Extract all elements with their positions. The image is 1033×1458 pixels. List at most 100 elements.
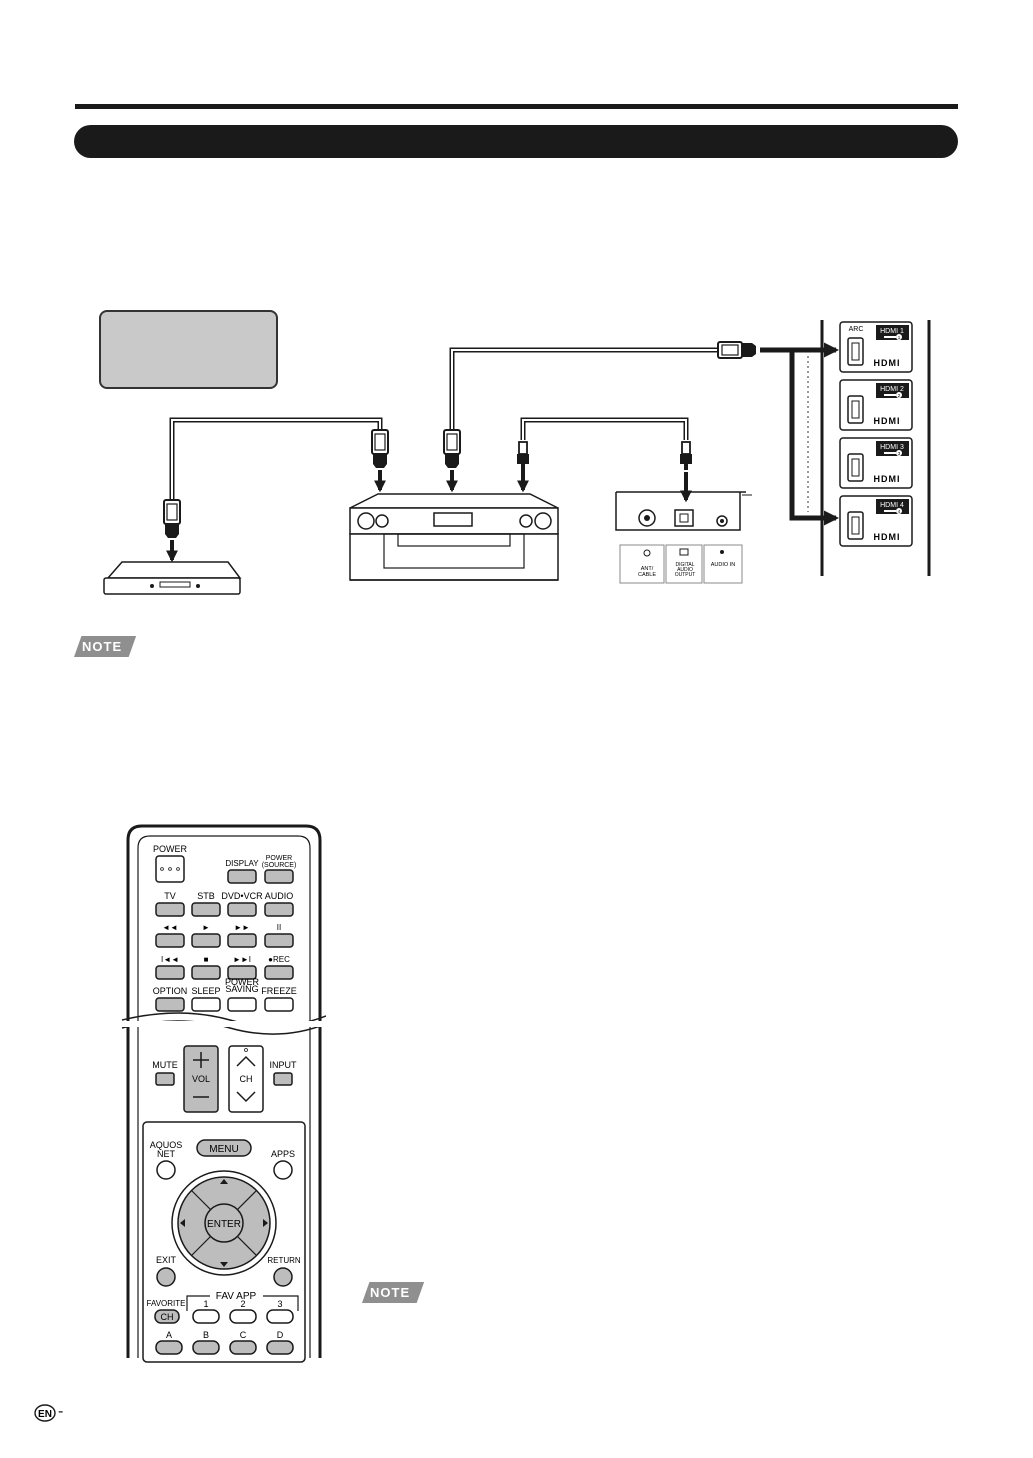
- menu-button[interactable]: MENU: [196, 1139, 252, 1157]
- hdmi-plug-icon: [443, 429, 461, 469]
- mute-button[interactable]: MUTE: [152, 1060, 178, 1086]
- hdmi-logo: HDMI: [874, 416, 901, 426]
- channel-rocker[interactable]: CH: [228, 1045, 264, 1113]
- hdmi-plug-icon: [717, 341, 757, 359]
- fast-forward-button[interactable]: ►►: [227, 923, 257, 948]
- top-rule: [75, 104, 958, 109]
- color-key-a-button[interactable]: A: [155, 1330, 183, 1355]
- color-key-c-button[interactable]: C: [229, 1330, 257, 1355]
- hdmi-logo: HDMI: [874, 358, 901, 368]
- stb-button-label: STB: [197, 891, 215, 901]
- tv-button-label: TV: [164, 891, 176, 901]
- display-button[interactable]: DISPLAY: [225, 859, 259, 884]
- play-button[interactable]: ►: [191, 923, 221, 948]
- hdmi-port-number: 2: [898, 393, 901, 398]
- dvd-vcr-button-label: DVD•VCR: [221, 891, 263, 901]
- channel-label: CH: [240, 1074, 253, 1084]
- apps-label: APPS: [271, 1149, 295, 1159]
- mute-label: MUTE: [152, 1060, 178, 1070]
- audio-button-label: AUDIO: [265, 891, 294, 901]
- color-key-label: D: [277, 1330, 284, 1340]
- audio-button[interactable]: AUDIO: [264, 891, 294, 917]
- favorite-ch-button[interactable]: FAVORITE CH: [147, 1299, 186, 1324]
- callout-box: [99, 310, 278, 389]
- exit-button[interactable]: EXIT: [156, 1255, 177, 1287]
- language-badge-text: EN: [38, 1409, 52, 1420]
- arc-label: ARC: [849, 326, 864, 333]
- bluray-player-icon: [103, 561, 242, 595]
- fast-forward-button-label: ►►: [234, 923, 250, 932]
- skip-forward-button-label: ►►I: [233, 955, 251, 964]
- note-badge: NOTE: [74, 636, 137, 657]
- color-key-label: A: [166, 1330, 172, 1340]
- power-button[interactable]: POWER: [153, 844, 188, 883]
- fav-app-1-button[interactable]: 1: [192, 1299, 220, 1324]
- volume-rocker[interactable]: VOL: [183, 1045, 219, 1113]
- enter-label: ENTER: [207, 1219, 241, 1230]
- optical-plug-icon: [679, 441, 693, 471]
- menu-label: MENU: [209, 1144, 238, 1155]
- fav-app-number: 1: [203, 1299, 208, 1309]
- skip-back-button-label: I◄◄: [161, 955, 179, 964]
- color-key-d-button[interactable]: D: [266, 1330, 294, 1355]
- jack-label-ant: ANT/CABLE: [638, 566, 656, 578]
- enter-button[interactable]: ENTER: [204, 1203, 244, 1243]
- stb-button[interactable]: STB: [191, 891, 221, 917]
- sleep-button[interactable]: SLEEP: [191, 986, 221, 1012]
- power-label: POWER: [153, 844, 188, 854]
- rewind-button-label: ◄◄: [162, 923, 178, 932]
- skip-back-button[interactable]: I◄◄: [155, 955, 185, 980]
- hdmi-port-label: HDMI 1: [880, 328, 904, 335]
- option-button-label: OPTION: [153, 986, 188, 996]
- hdmi-port-number: 4: [898, 509, 901, 514]
- fav-app-label: FAV APP: [216, 1291, 257, 1302]
- pause-button[interactable]: II: [264, 923, 294, 948]
- hdmi-port-label: HDMI 4: [880, 502, 904, 509]
- return-label: RETURN: [267, 1256, 301, 1265]
- display-button-label: DISPLAY: [225, 859, 259, 868]
- fav-app-2-button[interactable]: 2: [229, 1299, 257, 1324]
- stop-button[interactable]: ■: [191, 955, 221, 980]
- volume-label: VOL: [192, 1074, 210, 1084]
- dvd-vcr-button[interactable]: DVD•VCR: [221, 891, 263, 917]
- freeze-button[interactable]: FREEZE: [261, 986, 297, 1012]
- hdmi-port-number: 3: [898, 451, 901, 456]
- rec-button[interactable]: ●REC: [264, 955, 294, 980]
- skip-forward-button[interactable]: ►►I: [227, 955, 257, 980]
- input-label: INPUT: [270, 1060, 298, 1070]
- stop-button-label: ■: [204, 955, 209, 964]
- hdmi-port-label: HDMI 2: [880, 386, 904, 393]
- tv-button[interactable]: TV: [155, 891, 185, 917]
- hdmi-port-number: 1: [898, 335, 901, 340]
- favorite-label: FAVORITE: [147, 1299, 186, 1308]
- color-key-b-button[interactable]: B: [192, 1330, 220, 1355]
- fav-app-number: 2: [240, 1299, 245, 1309]
- input-button[interactable]: INPUT: [270, 1060, 298, 1086]
- return-button[interactable]: RETURN: [267, 1256, 301, 1287]
- note-badge: NOTE: [362, 1282, 425, 1303]
- power-source-button[interactable]: POWER(SOURCE): [262, 855, 297, 884]
- page-separator: -: [58, 1403, 64, 1420]
- section-title-bar: [74, 125, 958, 158]
- hdmi-logo: HDMI: [874, 532, 901, 542]
- fav-app-3-button[interactable]: 3: [266, 1299, 294, 1324]
- option-button[interactable]: OPTION: [153, 986, 188, 1012]
- favorite-ch-label: CH: [161, 1312, 174, 1322]
- play-button-label: ►: [202, 923, 210, 932]
- language-badge: EN: [34, 1404, 56, 1422]
- apps-button[interactable]: APPS: [271, 1149, 295, 1180]
- pause-button-label: II: [277, 923, 281, 932]
- power-source-button-label: POWER(SOURCE): [262, 855, 297, 869]
- av-receiver-icon: [349, 493, 559, 581]
- color-key-label: C: [240, 1330, 247, 1340]
- rewind-button[interactable]: ◄◄: [155, 923, 185, 948]
- sleep-button-label: SLEEP: [191, 986, 220, 996]
